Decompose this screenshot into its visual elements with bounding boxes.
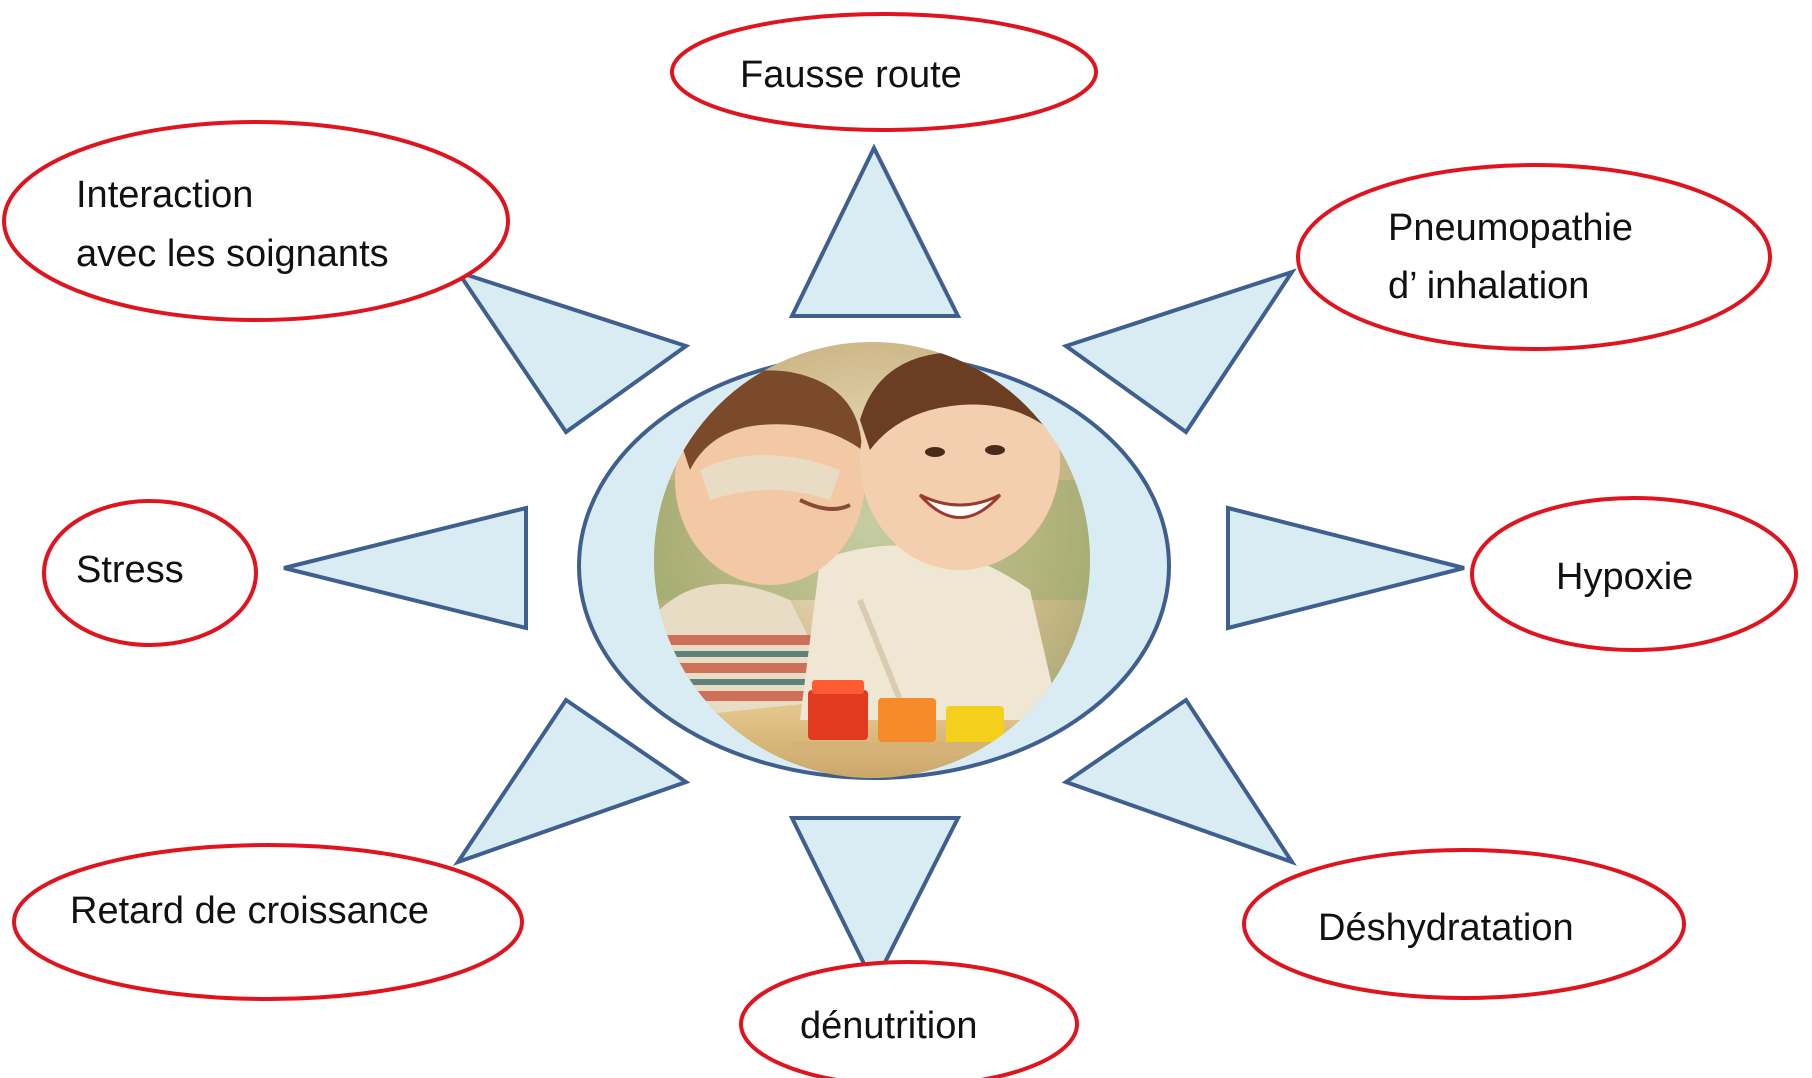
node-retard-ellipse	[12, 843, 524, 1001]
label-denutrition: dénutrition	[800, 1005, 977, 1047]
node-deshydratation-ellipse	[1242, 848, 1686, 1000]
node-interaction-ellipse	[2, 120, 510, 322]
arrow-down	[788, 816, 962, 989]
arrow-down-right	[1061, 697, 1297, 866]
label-pneumopathie-line1: Pneumopathie	[1388, 207, 1633, 249]
label-interaction-line2: avec les soignants	[76, 233, 389, 275]
node-denutrition-ellipse	[739, 960, 1079, 1078]
node-fausse-route-ellipse	[670, 12, 1098, 132]
arrow-left	[283, 505, 528, 631]
label-interaction-line1: Interaction	[76, 174, 253, 216]
labels: Fausse route Pneumopathie d’ inhalation …	[70, 54, 1693, 1047]
arrow-up	[788, 143, 962, 318]
label-deshydratation: Déshydratation	[1318, 907, 1574, 949]
arrows	[283, 143, 1465, 989]
arrow-down-left	[453, 697, 691, 866]
node-hypoxie-ellipse	[1470, 496, 1798, 652]
label-interaction: Interaction avec les soignants	[76, 174, 389, 275]
label-retard: Retard de croissance	[70, 890, 429, 932]
center-photo	[654, 342, 1090, 778]
label-stress: Stress	[76, 549, 184, 591]
label-pneumopathie-line2: d’ inhalation	[1388, 265, 1589, 307]
label-pneumopathie: Pneumopathie d’ inhalation	[1388, 207, 1644, 307]
nodes	[2, 12, 1798, 1078]
node-stress-ellipse	[42, 499, 258, 647]
arrow-up-left	[453, 268, 691, 435]
label-fausse-route: Fausse route	[740, 54, 962, 96]
arrow-up-right	[1061, 268, 1297, 435]
node-pneumopathie-ellipse	[1296, 163, 1772, 351]
label-hypoxie: Hypoxie	[1556, 556, 1693, 598]
arrow-right	[1226, 505, 1465, 631]
